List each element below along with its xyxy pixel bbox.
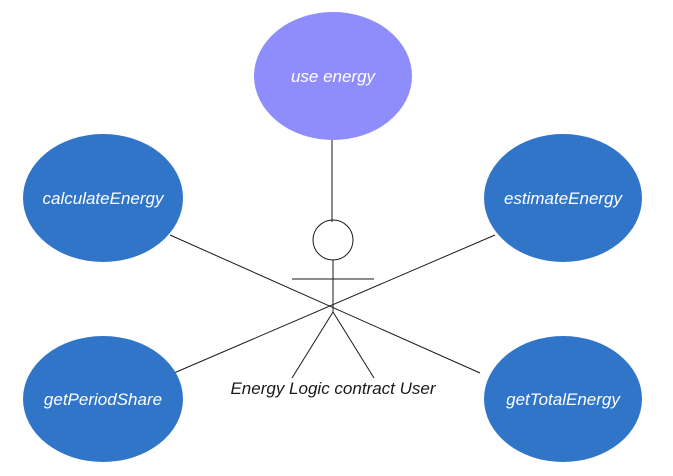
use-case-calculate-energy[interactable]: calculateEnergy [23,134,183,262]
use-case-ellipse [23,134,183,262]
use-case-ellipse [254,12,412,140]
actor-right-leg [332,311,375,379]
use-case-use-energy[interactable]: use energy [254,12,412,140]
use-case-estimate-energy[interactable]: estimateEnergy [484,134,642,262]
actor-left-leg [291,311,334,379]
use-case-label: use energy [291,67,377,86]
use-case-label: estimateEnergy [504,189,624,208]
use-case-label: calculateEnergy [43,189,165,208]
use-case-ellipse [23,336,183,462]
use-case-label: getPeriodShare [44,390,162,409]
use-case-label: getTotalEnergy [506,390,621,409]
edge-calculate-energy [169,234,481,374]
use-case-get-period-share[interactable]: getPeriodShare [23,336,183,462]
use-case-ellipse [484,336,642,462]
edge-estimate-energy [173,234,496,374]
actor-head [312,219,354,261]
actor-label: Energy Logic contract User [230,379,436,398]
use-case-ellipse [484,134,642,262]
use-case-get-total-energy[interactable]: getTotalEnergy [484,336,642,462]
actor-figure[interactable] [291,219,375,379]
